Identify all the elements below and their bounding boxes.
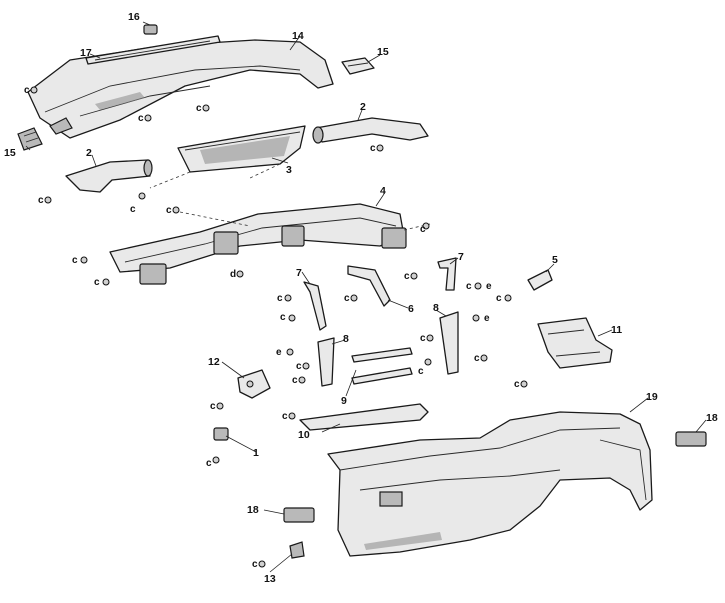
callout-7-right: 7	[458, 251, 464, 263]
part-18-vent-left	[283, 507, 315, 523]
part-15-side-vent-left	[17, 127, 43, 151]
part-19-instrument-panel	[327, 411, 653, 557]
fastener-e: e	[486, 281, 492, 292]
callout-5: 5	[552, 254, 558, 266]
callout-labels: 1 2 2 3 4 5 6 7 7 8 8 9 10 11 12 13 14 1…	[4, 11, 718, 585]
fastener-labels: c c c c c c c c c c c c c c c c c c c c …	[24, 85, 520, 570]
part-12-bracket	[237, 369, 271, 399]
callout-7-left: 7	[296, 267, 302, 279]
fastener-c: c	[496, 293, 502, 304]
callout-2-right: 2	[360, 101, 366, 113]
fastener-c: c	[292, 375, 298, 386]
part-4-main-air-duct	[109, 203, 431, 285]
callout-16: 16	[128, 11, 140, 23]
fastener-c: c	[514, 379, 520, 390]
leader-lines	[25, 21, 707, 573]
fastener-c: c	[72, 255, 78, 266]
callout-15-left: 15	[4, 147, 16, 159]
callout-12: 12	[208, 356, 220, 368]
fastener-c: c	[282, 411, 288, 422]
callout-10: 10	[298, 429, 310, 441]
fastener-c: c	[277, 293, 283, 304]
callout-13: 13	[264, 573, 276, 585]
fastener-c: c	[280, 312, 286, 323]
fastener-c: c	[210, 401, 216, 412]
fastener-c: c	[420, 333, 426, 344]
callout-6: 6	[408, 303, 414, 315]
fastener-c: c	[252, 559, 258, 570]
fastener-c: c	[130, 204, 136, 215]
callout-4: 4	[380, 185, 386, 197]
callout-18-right: 18	[706, 412, 718, 424]
part-7-bracket-right	[437, 257, 457, 291]
callout-8-right: 8	[433, 302, 439, 314]
part-7-bracket-left	[303, 281, 327, 331]
callout-9: 9	[341, 395, 347, 407]
fastener-c: c	[94, 277, 100, 288]
part-2-duct-right	[312, 117, 429, 144]
callout-11: 11	[611, 324, 622, 336]
part-13-clip	[289, 541, 305, 559]
part-15-side-vent-right	[341, 57, 375, 75]
callout-8-left: 8	[343, 333, 349, 345]
callout-1: 1	[253, 447, 259, 459]
part-14-dash-pad	[27, 39, 334, 139]
part-2-duct-left	[65, 159, 153, 193]
part-18-vent-right	[675, 431, 707, 447]
fastener-c: c	[404, 271, 410, 282]
callout-3: 3	[286, 164, 292, 176]
callout-15-right: 15	[377, 46, 389, 58]
part-6-bracket	[347, 265, 391, 307]
callout-19: 19	[646, 391, 658, 403]
part-16-clip	[143, 24, 158, 35]
fastener-c: c	[166, 205, 172, 216]
fastener-c: c	[38, 195, 44, 206]
fastener-c: c	[196, 103, 202, 114]
part-8-bracket-left	[317, 337, 335, 387]
fastener-c: c	[466, 281, 472, 292]
fastener-c: c	[418, 366, 424, 377]
part-5-bracket	[527, 269, 553, 291]
fastener-c: c	[370, 143, 376, 154]
callout-17: 17	[80, 47, 92, 59]
part-11-glovebox-bracket	[537, 317, 613, 369]
fastener-c: c	[296, 361, 302, 372]
screws	[30, 86, 528, 568]
callout-14: 14	[292, 30, 304, 42]
fastener-c: c	[138, 113, 144, 124]
fastener-e: e	[484, 313, 490, 324]
part-3-defroster-duct	[149, 125, 306, 189]
fastener-c: c	[420, 224, 426, 235]
callout-18-left: 18	[247, 504, 259, 516]
fastener-c: c	[344, 293, 350, 304]
part-9-support-bars	[351, 347, 413, 385]
part-10-lower-duct	[299, 403, 429, 431]
fastener-c: c	[474, 353, 480, 364]
callout-2-left: 2	[86, 147, 92, 159]
fastener-c: c	[24, 85, 30, 96]
part-8-bracket-right	[439, 311, 459, 375]
fastener-e: e	[276, 347, 282, 358]
part-1-clip	[213, 427, 229, 441]
fastener-d: d	[230, 269, 236, 280]
part-17-defroster-grille	[85, 35, 221, 65]
fastener-c: c	[206, 458, 212, 469]
